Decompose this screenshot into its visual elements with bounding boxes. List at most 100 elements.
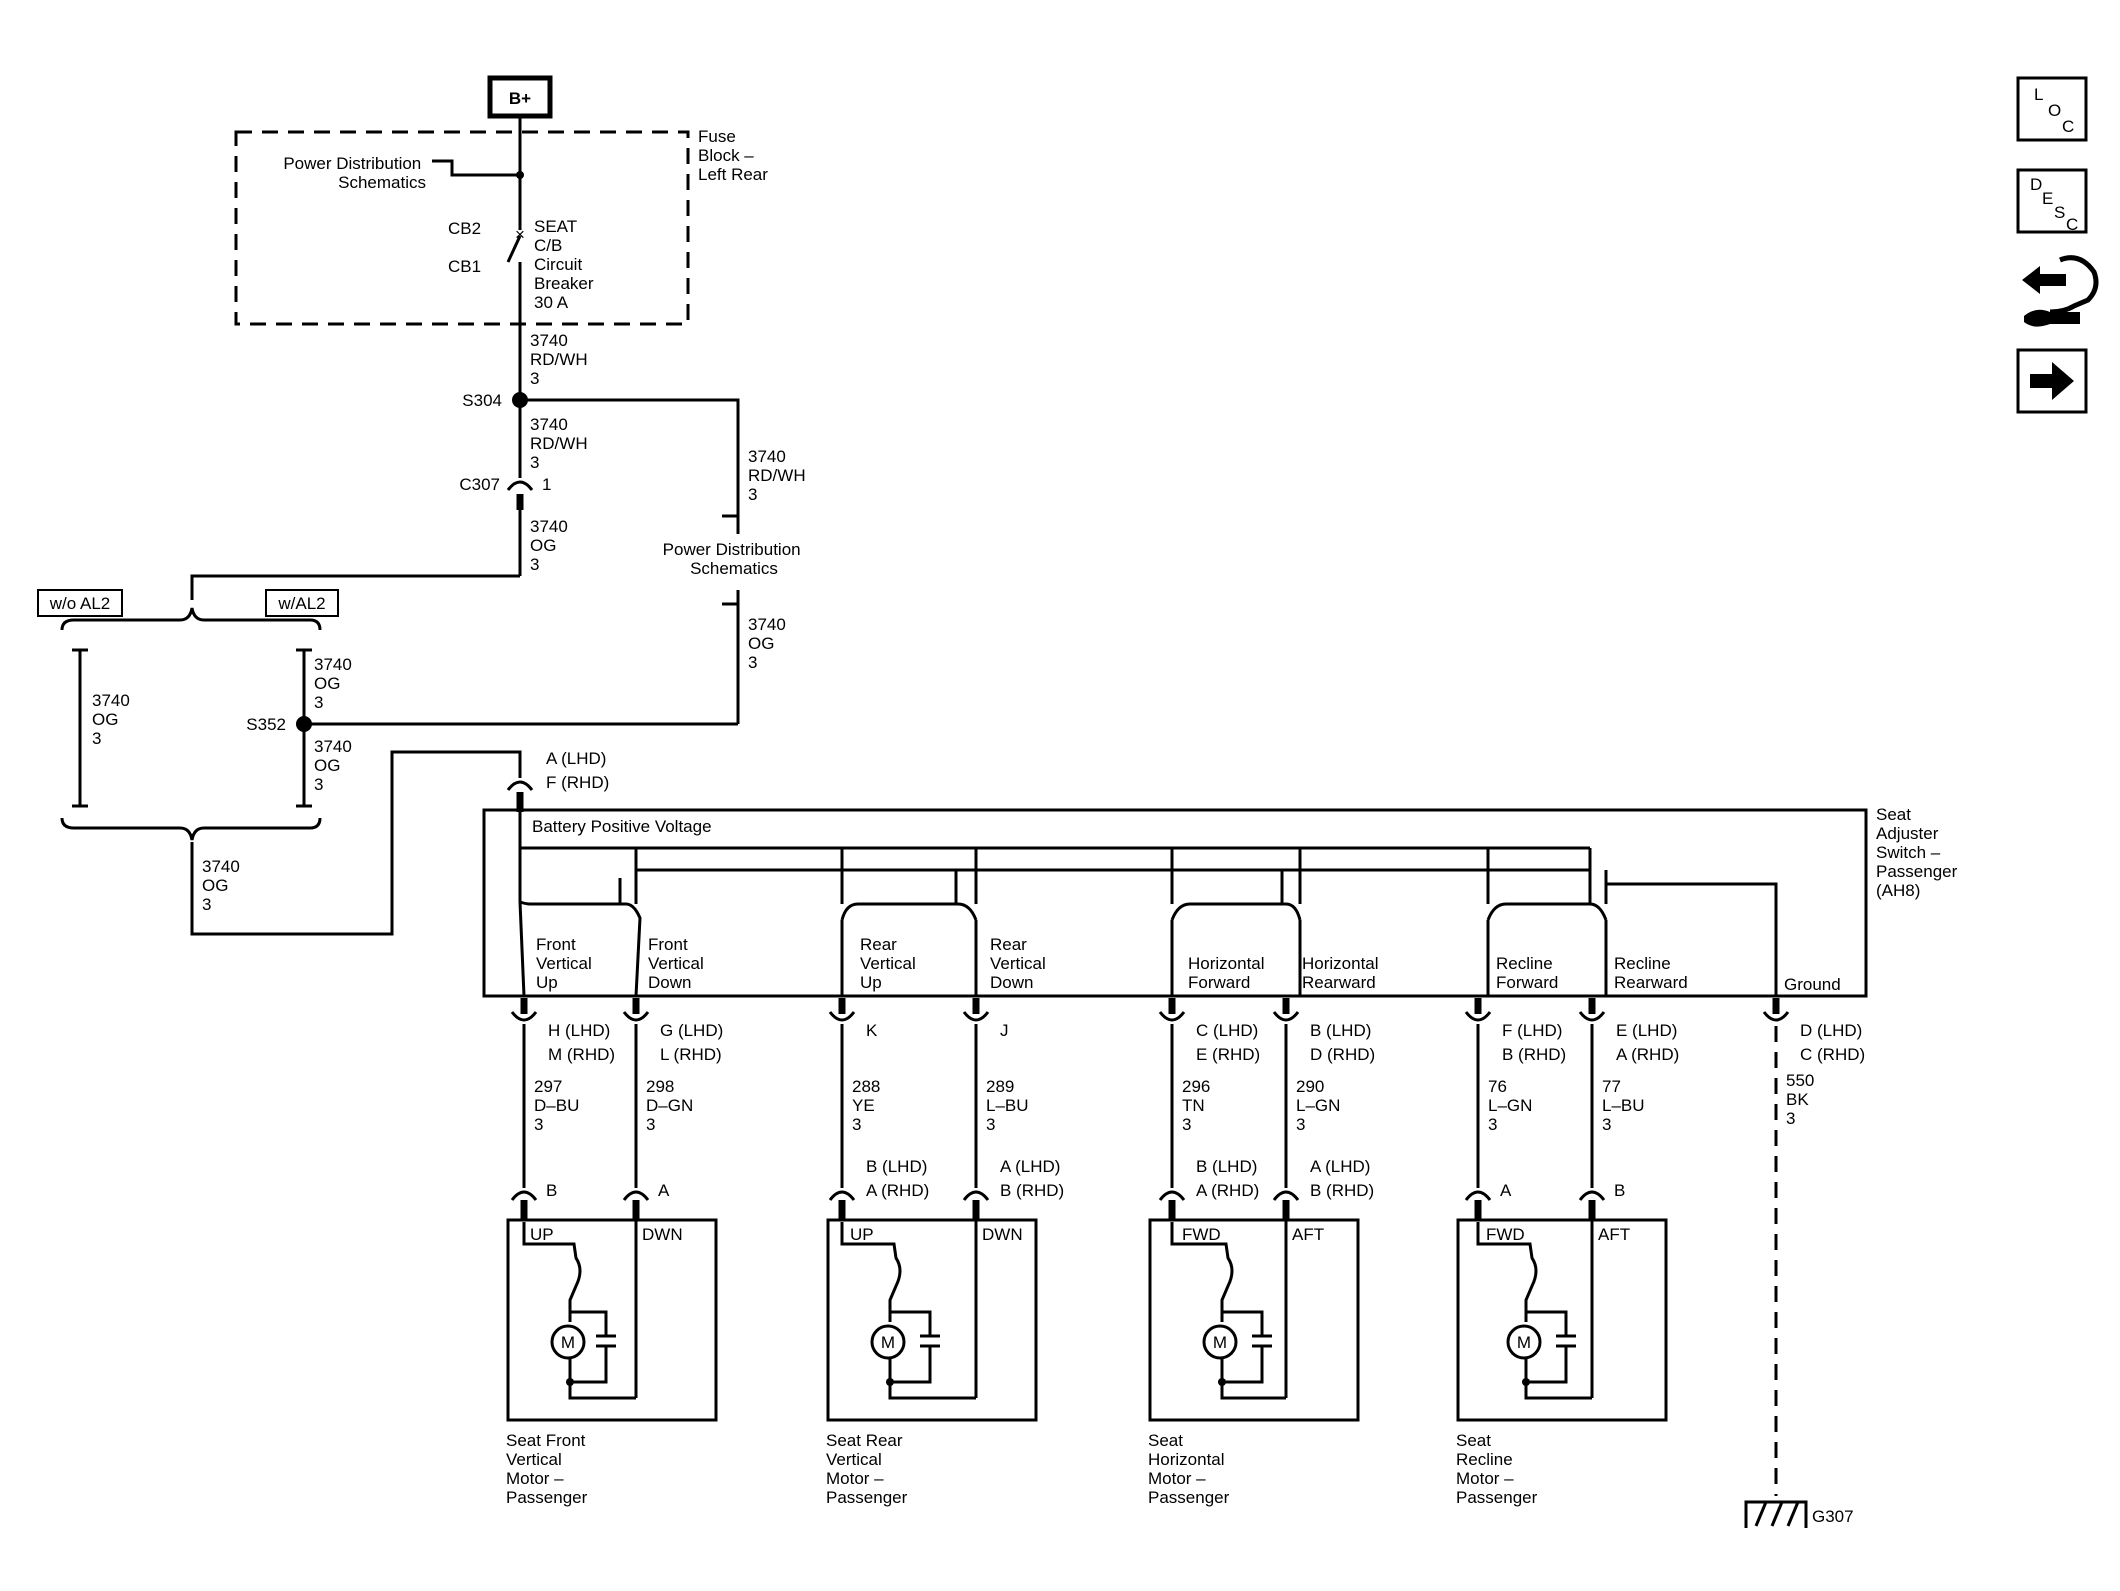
schematic-flow-icon[interactable] [2022, 255, 2099, 327]
breaker-label: SEAT C/B Circuit Breaker 30 A [534, 217, 598, 312]
svg-text:C: C [2062, 117, 2074, 136]
svg-text:B (LHD)A (RHD): B (LHD)A (RHD) [866, 1157, 929, 1200]
battery-tag: B+ [487, 75, 553, 119]
loc-button[interactable]: L O C [2016, 76, 2088, 142]
switch-contact-pair-rear-vertical [840, 848, 978, 996]
battery-tag-label: B+ [509, 89, 531, 108]
power-dist-ref-2: Power Distribution Schematics [663, 540, 806, 578]
svg-text:F (LHD)B (RHD): F (LHD)B (RHD) [1502, 1021, 1566, 1064]
contact-label-horizontal-forward: Horizontal Forward [1188, 954, 1269, 992]
svg-text:M: M [1517, 1333, 1531, 1352]
contact-label-horizontal-rearward: Horizontal Rearward [1302, 954, 1383, 992]
cb1-label: CB1 [448, 257, 481, 276]
svg-text:A (LHD)B (RHD): A (LHD)B (RHD) [1310, 1157, 1374, 1200]
wire-3740-og-upper: 3740 OG 3 [314, 655, 357, 712]
contact-label-front-vertical-up: Front Vertical Up [536, 935, 596, 992]
svg-text:w/o AL2: w/o AL2 [49, 594, 111, 613]
svg-text:UP: UP [530, 1225, 554, 1244]
wire-3740-rdwh-a: 3740 RD/WH 3 [530, 331, 592, 388]
contact-label-ground: Ground [1784, 975, 1841, 994]
ground-g307-label: G307 [1812, 1507, 1854, 1526]
svg-text:C (LHD)E (RHD): C (LHD)E (RHD) [1196, 1021, 1260, 1064]
svg-text:E (LHD)A (RHD): E (LHD)A (RHD) [1616, 1021, 1679, 1064]
contact-label-rear-vertical-down: Rear Vertical Down [990, 935, 1050, 992]
svg-text:D: D [2030, 175, 2042, 194]
svg-text:L: L [2034, 85, 2043, 104]
svg-text:DWN: DWN [642, 1225, 683, 1244]
svg-text:AFT: AFT [1292, 1225, 1324, 1244]
connector-c307-label: C307 [459, 475, 500, 494]
connector-c307-pin: 1 [542, 475, 551, 494]
ground-symbol-icon [1744, 1500, 1808, 1528]
svg-text:77L–BU3: 77L–BU3 [1602, 1077, 1645, 1134]
wire-3740-og-left: 3740 OG 3 [92, 691, 135, 748]
motor-symbol-icon [1202, 1324, 1238, 1360]
svg-text:UP: UP [850, 1225, 874, 1244]
breaker-x: × [515, 225, 525, 244]
switch-contact-pair-horizontal [1170, 848, 1302, 996]
contact-label-front-vertical-down: Front Vertical Down [648, 935, 708, 992]
wire-3740-rdwh-b: 3740 RD/WH 3 [530, 415, 592, 472]
svg-text:M: M [561, 1333, 575, 1352]
svg-text:AFT: AFT [1598, 1225, 1630, 1244]
next-page-button[interactable] [2016, 348, 2088, 414]
svg-text:B: B [1614, 1181, 1625, 1200]
wire-3740-og-b: 3740 OG 3 [748, 615, 791, 672]
connector-c307 [506, 480, 534, 491]
motor-symbol-icon [870, 1324, 906, 1360]
desc-button[interactable]: D E S C [2016, 168, 2088, 234]
svg-text:B (LHD)A (RHD): B (LHD)A (RHD) [1196, 1157, 1259, 1200]
contact-label-recline-rearward: Recline Rearward [1614, 954, 1688, 992]
svg-text:B: B [546, 1181, 557, 1200]
cb2-label: CB2 [448, 219, 481, 238]
fuse-block-box [234, 130, 690, 326]
option-w-al2: w/AL2 [265, 589, 339, 617]
svg-text:FWD: FWD [1486, 1225, 1525, 1244]
svg-text:J: J [1000, 1021, 1009, 1040]
seat-adjuster-switch [482, 808, 1868, 998]
svg-text:76L–GN3: 76L–GN3 [1488, 1077, 1532, 1134]
svg-text:A: A [658, 1181, 670, 1200]
svg-text:B (LHD)D (RHD): B (LHD)D (RHD) [1310, 1021, 1375, 1064]
svg-text:O: O [2048, 101, 2061, 120]
svg-text:w/AL2: w/AL2 [277, 594, 325, 613]
switch-contact-pair-front-vertical [518, 878, 642, 997]
svg-text:E: E [2042, 189, 2053, 208]
contact-label-rear-vertical-up: Rear Vertical Up [860, 935, 920, 992]
svg-text:G (LHD)L (RHD): G (LHD)L (RHD) [660, 1021, 723, 1064]
arrow-right-icon [2030, 362, 2074, 400]
switch-input-pins: A (LHD) F (RHD) [546, 749, 611, 792]
ground-bus [1606, 882, 1778, 996]
motor-symbol-icon [1506, 1324, 1542, 1360]
svg-text:C: C [2066, 215, 2078, 234]
splice-s352-label: S352 [246, 715, 286, 734]
contact-label-recline-forward: Recline Forward [1496, 954, 1558, 992]
svg-text:DWN: DWN [982, 1225, 1023, 1244]
svg-text:FWD: FWD [1182, 1225, 1221, 1244]
switch-name: Seat Adjuster Switch – Passenger (AH8) [1876, 805, 1962, 900]
motor-symbol-icon [550, 1324, 586, 1360]
power-dist-ref: Power Distribution Schematics [283, 154, 426, 192]
